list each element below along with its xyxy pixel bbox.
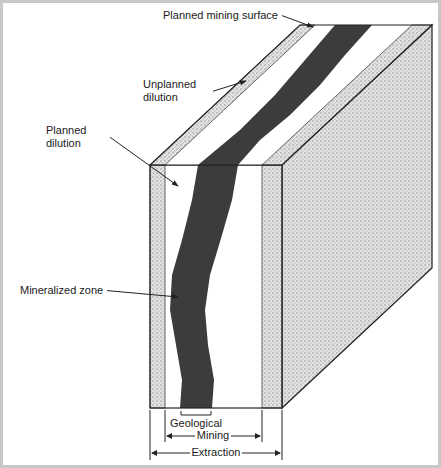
extension-line xyxy=(262,410,263,442)
extension-line xyxy=(165,410,166,442)
top-outline xyxy=(150,25,432,165)
front-face xyxy=(150,165,282,408)
label: Planned dilution xyxy=(46,124,106,150)
mineralized-zone xyxy=(198,25,372,165)
leader-line xyxy=(110,137,178,186)
unplanned-dilution-front xyxy=(150,165,165,408)
planned-dilution-front xyxy=(150,165,282,408)
front-outline xyxy=(150,165,282,408)
label: Mining xyxy=(195,429,231,442)
extension-line xyxy=(282,410,283,460)
unplanned-dilution-front xyxy=(262,165,282,408)
mineralized-zone xyxy=(170,165,238,408)
leader-line xyxy=(282,16,313,27)
planned-dilution-top xyxy=(150,25,432,165)
label: Extraction xyxy=(190,446,243,459)
label: Unplanned dilution xyxy=(143,78,209,104)
leader-line xyxy=(107,291,178,297)
geological-bracket xyxy=(181,411,211,415)
label: Mineralized zone xyxy=(20,284,103,297)
label: Planned mining surface xyxy=(163,9,278,22)
leader-line xyxy=(213,81,246,91)
extension-line xyxy=(150,410,151,460)
dimension-lines xyxy=(150,410,282,460)
top-face xyxy=(150,25,432,165)
